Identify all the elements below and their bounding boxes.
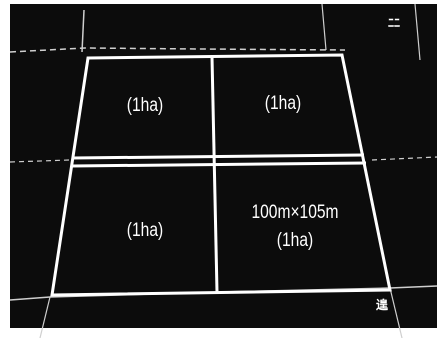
plot-label-bottom-left: (1ha) [104, 220, 186, 242]
plot-label-top-right: (1ha) [246, 93, 320, 115]
outer-path-left-mid [10, 160, 70, 162]
outer-path-far-right [415, 4, 420, 60]
outer-path-right-mid [372, 157, 437, 160]
field-divider-horizontal-2 [72, 163, 366, 166]
field-divider-horizontal-1 [73, 155, 364, 158]
outer-path-right [322, 4, 326, 50]
outer-path-lower-right [390, 288, 402, 338]
corner-mark-top-right: ﾆﾆ [388, 14, 400, 31]
outer-path-lower-left [40, 297, 50, 338]
field-block-outline [52, 55, 390, 295]
outer-path-left [82, 10, 84, 52]
corner-mark-bottom-right: 遑 [376, 296, 388, 313]
plot-dimensions-bottom-right: 100m×105m [225, 202, 364, 224]
plot-label-bottom-right: (1ha) [250, 230, 340, 252]
outer-path-top [10, 48, 345, 52]
field-divider-vertical [212, 57, 217, 292]
plot-label-top-left: (1ha) [108, 95, 182, 117]
